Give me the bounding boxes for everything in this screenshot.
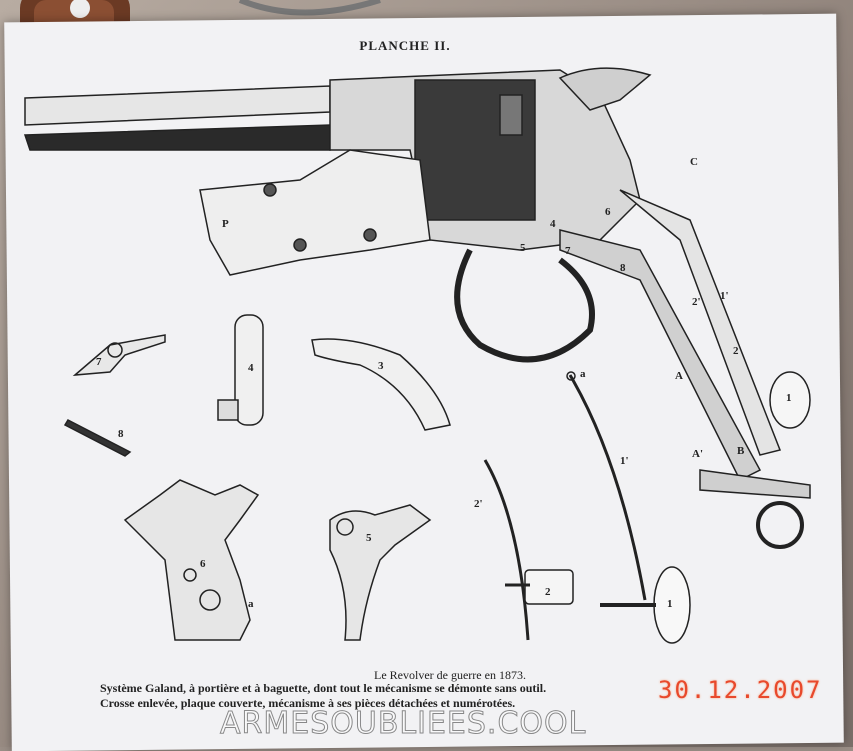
label-alpha-1p: a — [580, 368, 586, 380]
label-8-assembled: 8 — [620, 262, 626, 274]
label-3: 3 — [378, 360, 384, 372]
label-alpha-6: a — [248, 598, 254, 610]
label-2-assembled: 2 — [733, 345, 739, 357]
label-c: C — [690, 156, 698, 168]
label-5-assembled: 5 — [520, 242, 526, 254]
caption-line-2: Système Galand, à portière et à baguette… — [100, 681, 547, 695]
part-8 — [63, 419, 132, 457]
part-2-prime — [483, 459, 530, 641]
revolver-hammer — [558, 67, 652, 111]
label-1p-assembled: 1' — [720, 290, 729, 302]
label-B: B — [737, 445, 745, 457]
trigger-guard — [454, 248, 595, 363]
label-7: 7 — [96, 356, 102, 368]
label-1: 1 — [667, 598, 673, 610]
caption-line-3: Crosse enlevée, plaque couverte, mécanis… — [100, 696, 516, 710]
plate-title: PLANCHE II. — [359, 38, 451, 53]
part-1-prime — [568, 374, 647, 601]
label-6-assembled: 6 — [605, 206, 611, 218]
lever-hook — [699, 469, 811, 499]
label-2p-assembled: 2' — [692, 296, 701, 308]
revolver-barrel — [24, 85, 331, 126]
part-5 — [329, 504, 432, 641]
label-2: 2 — [545, 586, 551, 598]
label-5: 5 — [366, 532, 372, 544]
label-6: 6 — [200, 558, 206, 570]
label-A: A — [675, 370, 683, 382]
part-3 — [311, 338, 451, 431]
label-1-assembled: 1 — [786, 392, 792, 404]
caption-line-1: Le Revolver de guerre en 1873. — [374, 668, 526, 682]
date-stamp: 30.12.2007 — [658, 676, 823, 704]
site-watermark: ARMESOUBLIEES.COOL — [219, 706, 587, 742]
label-1-prime: 1' — [620, 455, 629, 467]
side-plate — [199, 149, 431, 276]
label-7-assembled: 7 — [565, 245, 571, 257]
label-2-prime: 2' — [474, 498, 483, 510]
label-A-prime: A' — [692, 448, 703, 460]
part-6 — [123, 479, 260, 641]
ring — [756, 501, 804, 549]
label-4-assembled: 4 — [550, 218, 556, 230]
label-8: 8 — [118, 428, 124, 440]
label-4: 4 — [248, 362, 254, 374]
part-4 — [234, 314, 264, 426]
label-p: P — [222, 218, 229, 230]
